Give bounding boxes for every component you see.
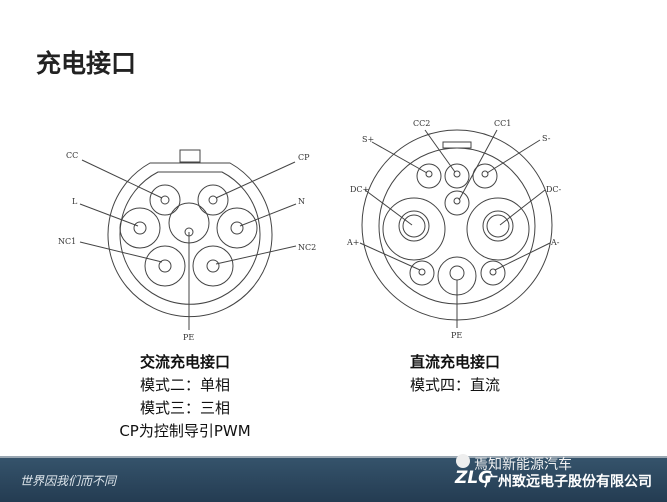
dc-label-a-minus: A- bbox=[550, 238, 560, 247]
ac-caption-title: 交流充电接口 bbox=[139, 353, 230, 371]
ac-caption: 交流充电接口 模式二：单相 模式三：三相 CP为控制导引PWM bbox=[95, 351, 275, 443]
ac-caption-line: 模式二：单相 bbox=[139, 376, 230, 394]
ac-label-cp: CP bbox=[298, 153, 310, 162]
footer-slogan: 世界因我们而不同 bbox=[20, 474, 117, 488]
dc-label-s-minus: S- bbox=[542, 134, 551, 143]
dc-caption: 直流充电接口 模式四：直流 bbox=[380, 351, 530, 397]
ac-label-pe: PE bbox=[183, 333, 194, 342]
ac-connector-diagram: CC CP L N NC1 NC2 PE bbox=[58, 149, 316, 342]
ac-label-n: N bbox=[298, 197, 305, 206]
dc-caption-title: 直流充电接口 bbox=[409, 353, 500, 371]
dc-label-dc-minus: DC- bbox=[546, 185, 562, 194]
footer-bar: 世界因我们而不同 ZLG 广州致远电子股份有限公司 焉知新能源汽车 bbox=[0, 454, 667, 502]
dc-label-pe: PE bbox=[451, 331, 462, 340]
ac-caption-line: CP为控制导引PWM bbox=[119, 422, 251, 440]
ac-label-nc1: NC1 bbox=[58, 237, 76, 246]
company-name: 广州致远电子股份有限公司 bbox=[484, 474, 652, 490]
ac-label-l: L bbox=[72, 197, 78, 206]
dc-caption-line: 模式四：直流 bbox=[409, 376, 500, 394]
ac-label-cc: CC bbox=[66, 151, 78, 160]
dc-label-a-plus: A+ bbox=[346, 238, 359, 247]
wechat-icon bbox=[456, 454, 470, 468]
ac-caption-line: 模式三：三相 bbox=[139, 399, 230, 417]
dc-label-cc2: CC2 bbox=[413, 119, 430, 128]
connector-diagrams: CC CP L N NC1 NC2 PE CC2 CC1 bbox=[58, 119, 562, 342]
slide-title: 充电接口 bbox=[36, 49, 137, 78]
dc-label-dc-plus: DC+ bbox=[350, 185, 369, 194]
dc-connector-diagram: CC2 CC1 S+ S- DC+ DC- A+ A- PE bbox=[346, 119, 562, 340]
dc-label-s-plus: S+ bbox=[362, 135, 374, 144]
company-logo: ZLG bbox=[455, 468, 493, 488]
ac-label-nc2: NC2 bbox=[298, 243, 316, 252]
watermark-text: 焉知新能源汽车 bbox=[474, 457, 572, 473]
dc-label-cc1: CC1 bbox=[494, 119, 511, 128]
